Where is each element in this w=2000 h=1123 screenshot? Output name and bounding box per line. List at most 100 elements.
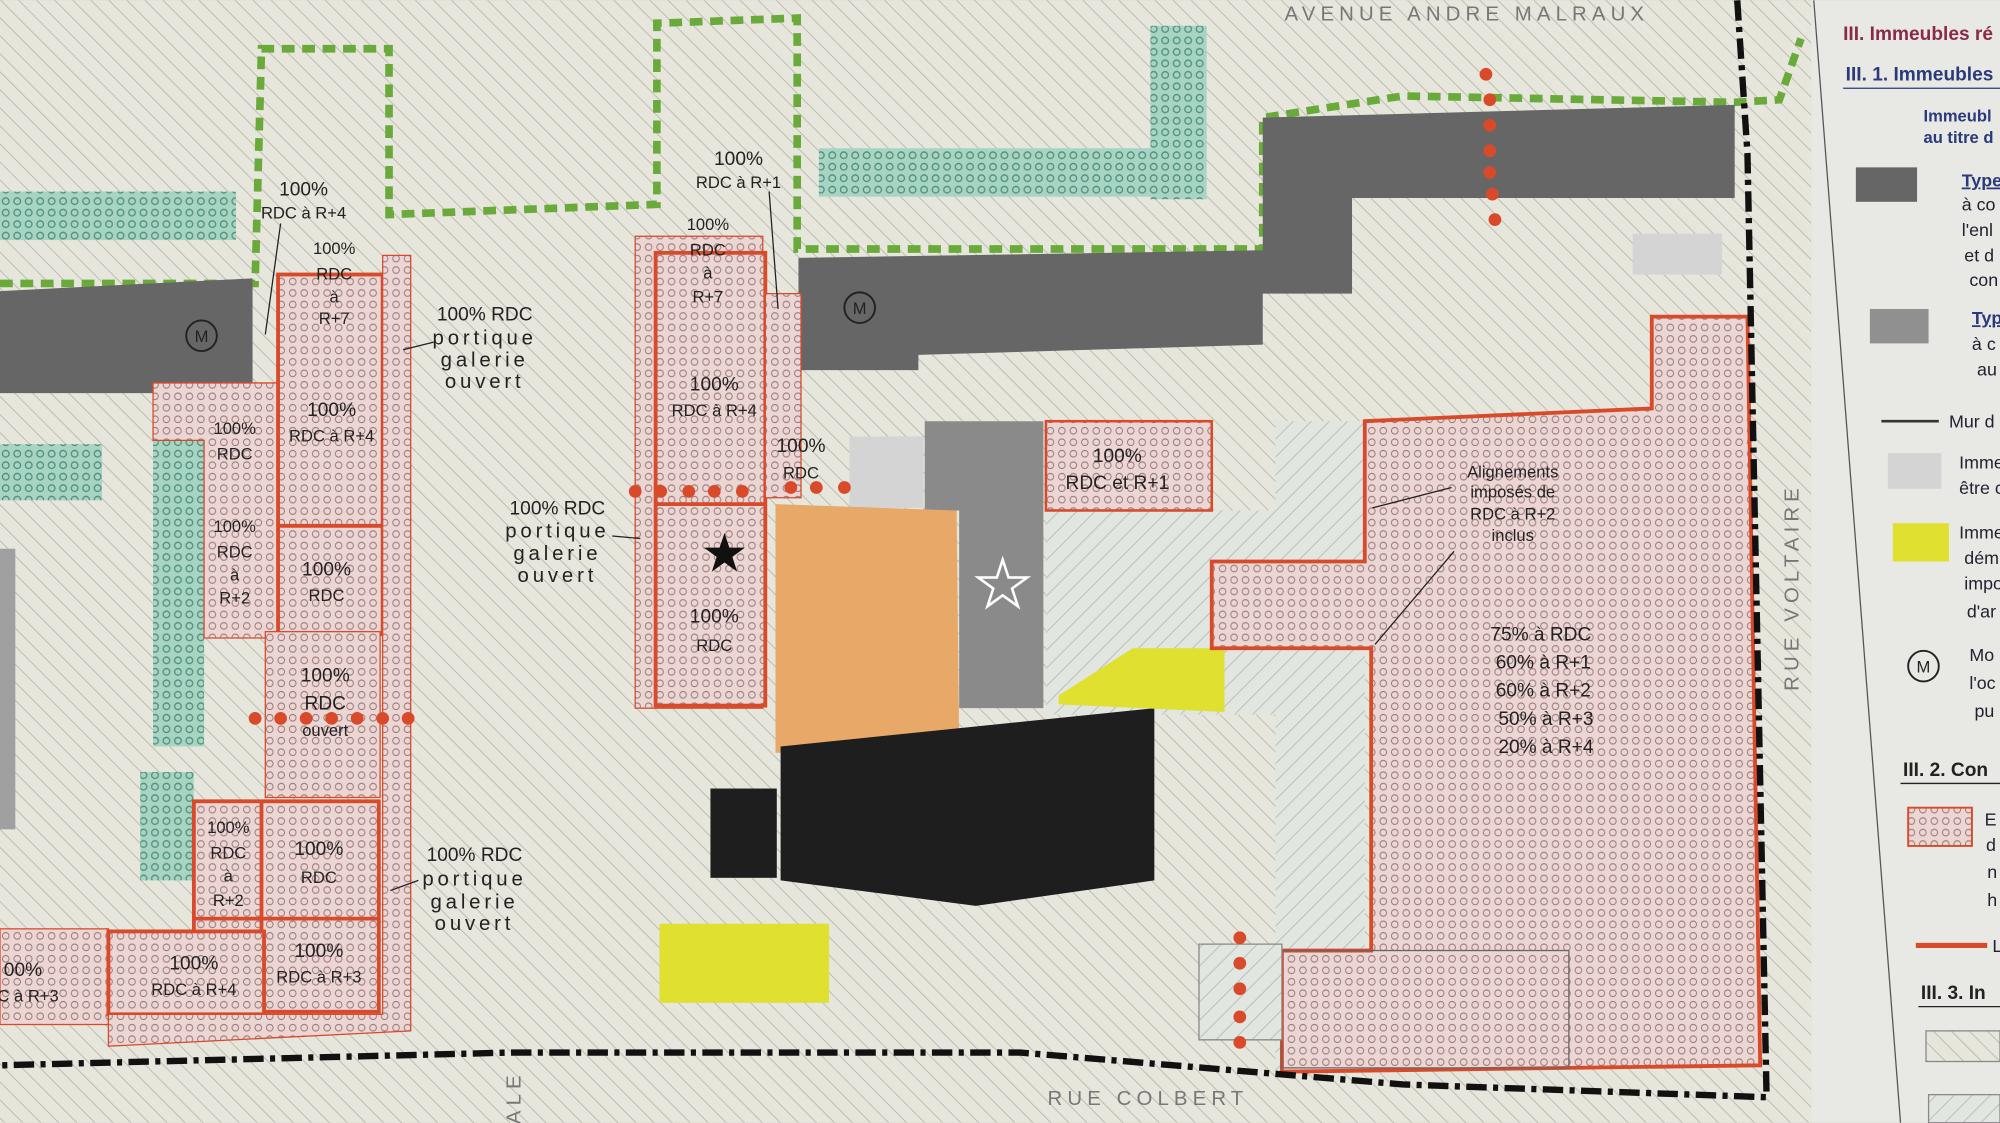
map-label: 100%	[301, 665, 350, 686]
street-name-south: RUE COLBERT	[1048, 1088, 1249, 1110]
map-label: RDC à R+4	[151, 980, 236, 999]
map-label: M	[1917, 657, 1931, 676]
map-label: galerie	[513, 543, 601, 565]
yellow-building	[1058, 648, 1225, 713]
map-label: RDC	[316, 265, 352, 284]
map-label: 100%	[777, 436, 826, 457]
map-label: RDC à R+4	[672, 401, 757, 420]
legend-swatch-mid	[1869, 308, 1929, 344]
map-label: 100%	[207, 818, 250, 837]
map-label: Immeubl	[1923, 106, 1991, 125]
map-label: pu	[1974, 701, 1994, 721]
street-name-west: ALE	[503, 1070, 525, 1123]
map-label: 100%	[690, 375, 739, 396]
map-label: Imme	[1959, 523, 2000, 543]
legend-swatch-pink	[1907, 806, 1973, 847]
yellow-building	[659, 923, 830, 1003]
map-label: galerie	[441, 349, 529, 371]
map-label: d	[1986, 835, 1996, 855]
map-label: à	[703, 263, 713, 282]
map-label: L	[1992, 936, 2000, 956]
map-label: Imme	[1959, 452, 2000, 472]
map-label: RDC à R+4	[261, 203, 346, 222]
green-zones	[0, 25, 1207, 881]
legend-swatch-hatch2	[1927, 1094, 2000, 1123]
map-label: au	[1977, 359, 1997, 379]
map-label: Type	[1962, 170, 2000, 190]
map-label: R+2	[219, 589, 250, 608]
map-label: 100%	[313, 239, 356, 258]
map-label: n	[1987, 862, 1997, 882]
map-label: 100%	[690, 607, 739, 628]
map-label: portique	[505, 520, 609, 542]
dark-grey-buildings	[0, 104, 1735, 709]
map-label: C à R+3	[0, 987, 59, 1006]
map-label: RDC	[217, 543, 253, 562]
perimeter-boundary	[0, 0, 1770, 1101]
map-label: h	[1987, 890, 1997, 910]
map-label: à	[230, 566, 240, 585]
street-name-north: AVENUE ANDRE MALRAUX	[1285, 4, 1650, 26]
star-icon: ★	[700, 524, 748, 584]
legend-swatch-dark	[1855, 167, 1918, 202]
orange-building	[775, 504, 960, 753]
map-label: 100% RDC	[510, 498, 606, 519]
legend-swatch-yellow	[1892, 523, 1949, 562]
metro-icon: M M	[185, 291, 876, 352]
map-label: M	[853, 299, 867, 318]
map-label: d'ar	[1967, 602, 1996, 622]
map-label: ouvert	[518, 565, 598, 587]
map-label: 100%	[294, 839, 343, 860]
map-label: RDC à R+4	[289, 427, 374, 446]
map-label: 100%	[1093, 446, 1142, 467]
map-label: Alignements	[1467, 462, 1558, 481]
map-label: 100%	[213, 517, 256, 536]
grey-building	[0, 548, 16, 830]
map-label: être c	[1959, 478, 2000, 498]
map-label: 20% à R+4	[1498, 737, 1594, 758]
map-label: R+7	[692, 288, 723, 307]
map-label: à	[330, 288, 340, 307]
black-building	[710, 788, 777, 878]
map-label: 100%	[279, 179, 328, 200]
map-label: RDC	[305, 693, 347, 714]
map-label: RDC et R+1	[1066, 473, 1170, 494]
pink-constructible-zones	[0, 235, 1763, 1074]
map-label: inclus	[1492, 526, 1534, 545]
map-label: R+7	[319, 309, 350, 328]
map-label: 100%	[213, 419, 256, 438]
green-dashed-boundaries	[0, 14, 1805, 288]
map-label: 60% à R+1	[1496, 653, 1591, 674]
map-label: ouvert	[302, 721, 348, 740]
map-label: 100%	[307, 400, 356, 421]
map-label: 60% à R+2	[1496, 681, 1591, 702]
map-label: ouvert	[445, 371, 525, 393]
map-label: au titre d	[1923, 128, 1993, 147]
map-label: III. 2. Con	[1903, 760, 1988, 781]
map-label: RDC	[696, 636, 732, 655]
map-label: et d	[1964, 246, 1994, 266]
light-grey-building	[849, 436, 924, 508]
map-label: portique	[433, 328, 537, 350]
map-label: ouvert	[435, 913, 515, 935]
map-label: Mur d	[1949, 412, 1995, 432]
map-label: à	[224, 867, 234, 886]
map-label: l'oc	[1969, 673, 1995, 693]
map-label: 100%	[302, 560, 351, 581]
map-label: 00%	[4, 960, 42, 981]
map-label: M	[195, 327, 209, 346]
map-label: RDC	[217, 444, 253, 463]
map-label: 100%	[714, 149, 763, 170]
map-label: 75% à RDC	[1490, 625, 1591, 646]
map-label: galerie	[430, 891, 518, 913]
map-label: RDC	[783, 464, 819, 483]
map-label: III. 1. Immeubles	[1846, 65, 1994, 86]
map-label: 100% RDC	[427, 845, 523, 866]
legend-swatch-light	[1887, 453, 1942, 489]
map-label: RDC à R+1	[696, 173, 781, 192]
map-label: RDC	[301, 868, 337, 887]
legend: III. Immeubles ré III. 1. Immeubles Imme…	[1843, 24, 2000, 1123]
map-label: imposés de	[1470, 483, 1555, 502]
